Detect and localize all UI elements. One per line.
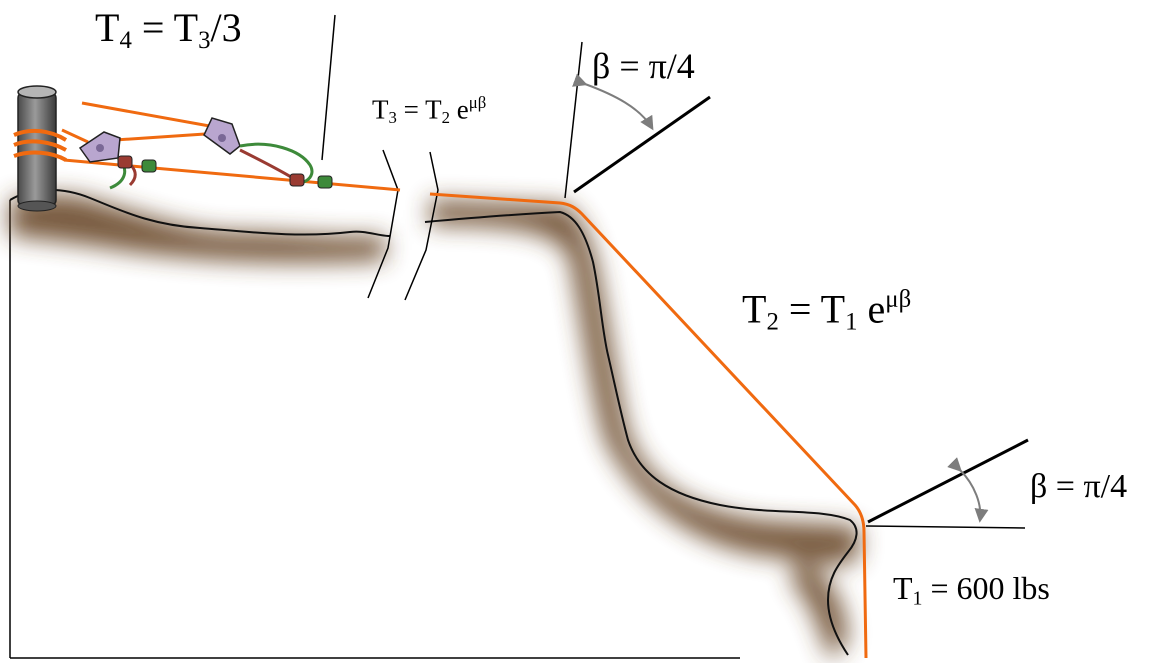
- ground-frame: [9, 200, 740, 659]
- label-t2: T2 = T1 eμβ: [742, 286, 912, 336]
- label-t4: T4 = T3/3: [95, 5, 242, 54]
- label-t1: T1 = 600 lbs: [893, 570, 1050, 610]
- anchor-post-icon: [13, 85, 68, 212]
- curved-arrow-icon: [947, 457, 989, 523]
- t4-leader-line: [321, 14, 336, 161]
- pulley-icon: [78, 117, 241, 163]
- label-t3: T3 = T2 eμβ: [372, 93, 487, 128]
- soil-shading: [10, 194, 860, 660]
- angle-bottom: [865, 438, 1029, 529]
- label-beta-bottom: β = π/4: [1030, 468, 1128, 505]
- cliff-edge-icon: [9, 189, 858, 656]
- prusik-slings: [109, 142, 333, 190]
- label-beta-top: β = π/4: [592, 46, 695, 86]
- rope: [61, 101, 868, 659]
- curved-arrow-icon: [572, 73, 654, 131]
- angle-top: [564, 41, 711, 199]
- break-marks: [367, 149, 439, 301]
